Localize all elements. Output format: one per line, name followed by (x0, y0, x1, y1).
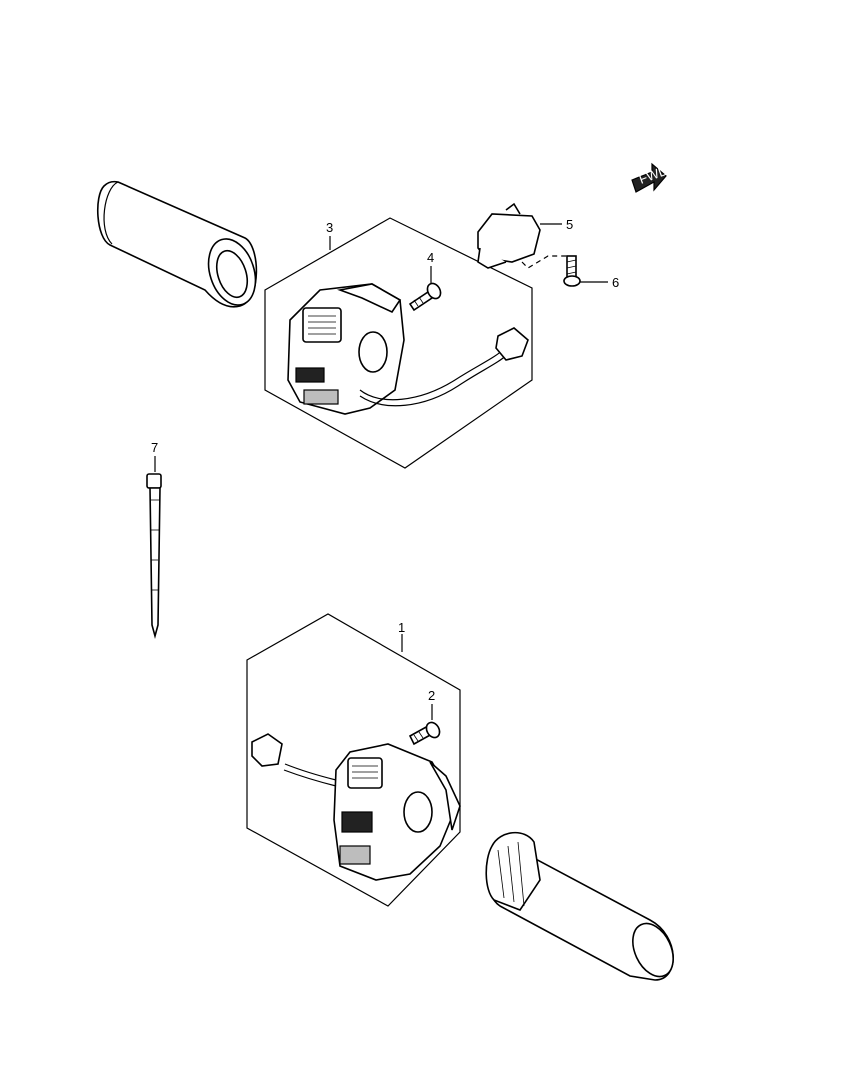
frame-part-3 (264, 217, 533, 469)
callout-label-4: 4 (427, 250, 434, 265)
callout-label-5: 5 (566, 217, 573, 232)
callout-1: 1 (398, 620, 405, 652)
callout-label-1: 1 (398, 620, 405, 635)
callout-5: 5 (540, 217, 573, 232)
left-handlebar-switch-assembly[interactable] (251, 733, 461, 881)
fwd-arrow-marker: FWD (631, 163, 670, 193)
callout-label-2: 2 (428, 688, 435, 703)
right-handlebar-switch-assembly[interactable] (287, 283, 529, 415)
right-handlebar-grip[interactable] (485, 831, 681, 983)
callout-2: 2 (428, 688, 435, 720)
callout-4: 4 (427, 250, 434, 284)
frame-part-1 (246, 613, 461, 907)
callout-3: 3 (326, 220, 333, 250)
left-handlebar-grip[interactable] (96, 180, 264, 311)
screw-part-4[interactable] (408, 281, 443, 312)
brake-light-switch-part-5[interactable] (477, 202, 568, 269)
callout-label-6: 6 (612, 275, 619, 290)
callout-6: 6 (580, 275, 619, 290)
callout-7: 7 (151, 440, 158, 472)
cable-tie-part-7[interactable] (146, 473, 162, 640)
screw-part-2[interactable] (408, 720, 442, 746)
callout-label-3: 3 (326, 220, 333, 235)
fwd-label: FWD (637, 163, 670, 187)
callout-label-7: 7 (151, 440, 158, 455)
screw-part-6[interactable] (563, 255, 581, 287)
